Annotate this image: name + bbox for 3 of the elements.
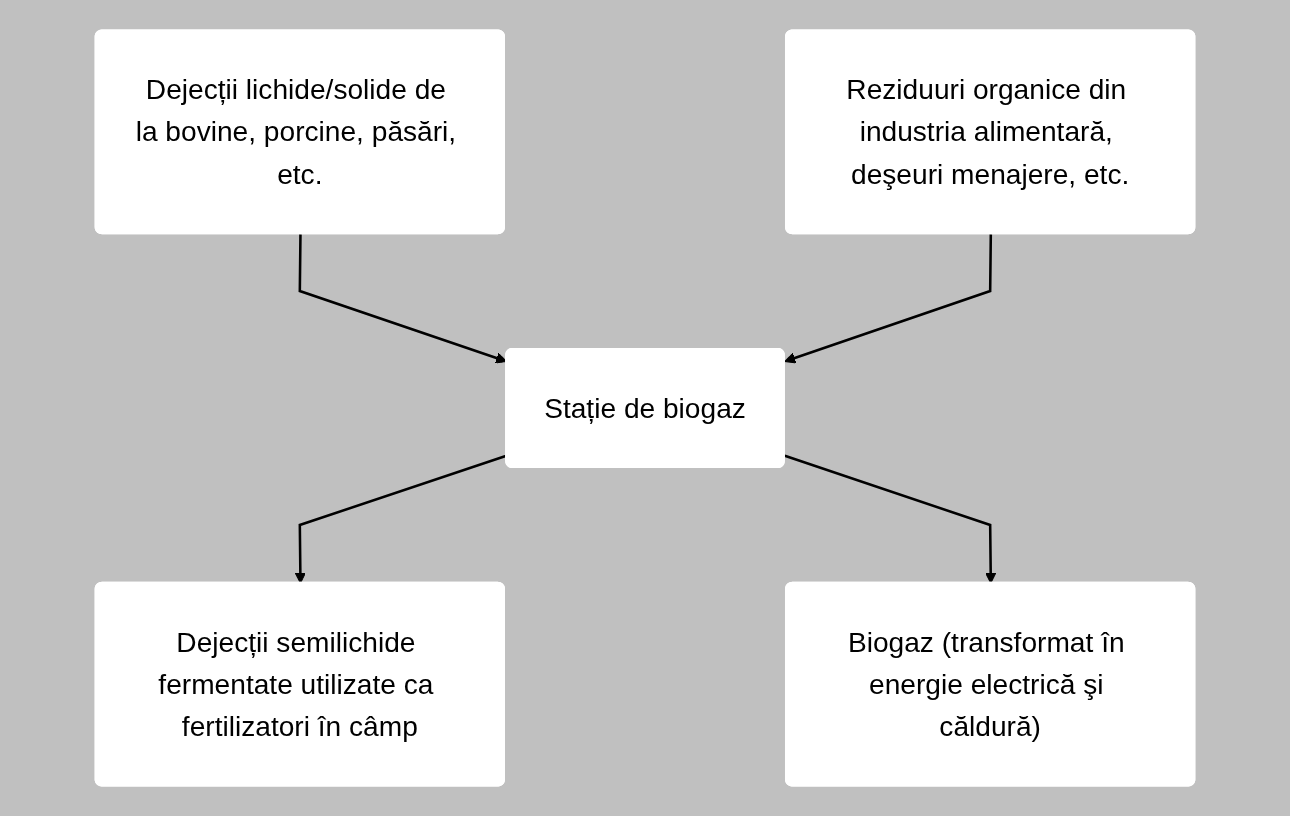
arrow [298,234,507,364]
arrow [784,454,997,584]
arrow [784,234,993,364]
